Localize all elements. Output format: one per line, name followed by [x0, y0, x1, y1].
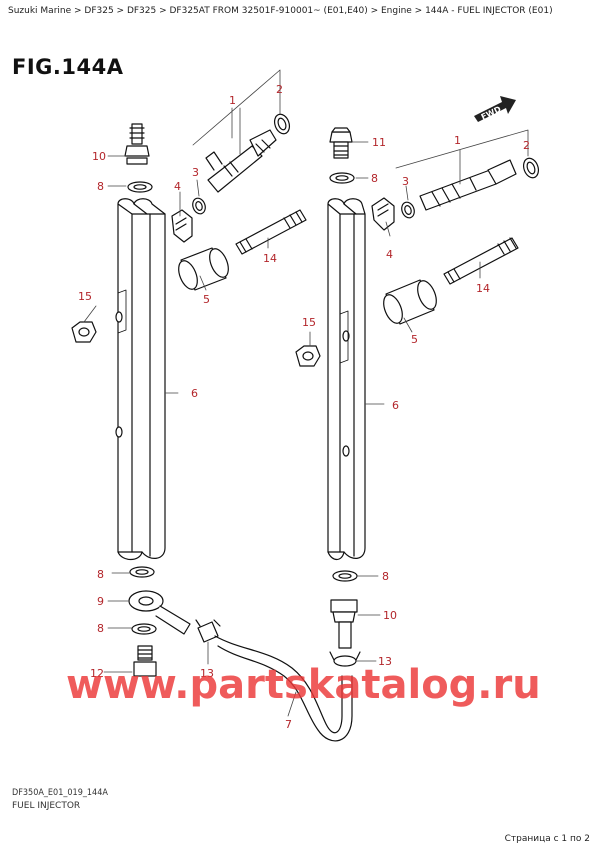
callout-left-15: 15	[78, 290, 92, 303]
callout-left-2: 2	[276, 83, 283, 96]
callout-right-3: 3	[402, 175, 409, 188]
left-bottom-washer-lower	[131, 623, 157, 635]
left-insulator	[178, 247, 229, 291]
left-banjo-fitting	[128, 590, 191, 635]
right-stud-bolt	[443, 237, 519, 285]
callout-right-4: 4	[386, 248, 393, 261]
diagram-code: DF350A_E01_019_144A	[12, 788, 108, 798]
left-injector-seal	[192, 197, 206, 215]
callout-right-2: 2	[523, 139, 530, 152]
callout-right-13: 13	[378, 655, 392, 668]
fuel-crossover-hose	[214, 635, 353, 742]
right-top-washer	[329, 172, 355, 184]
left-bottom-washer-upper	[129, 566, 155, 578]
callout-right-15: 15	[302, 316, 316, 329]
callout-right-5: 5	[411, 333, 418, 346]
left-injector-o-ring	[273, 113, 291, 135]
right-injector-o-ring	[522, 157, 540, 179]
callout-right-10: 10	[383, 609, 397, 622]
callout-left-7: 7	[285, 718, 292, 731]
diagram-name: FUEL INJECTOR	[12, 801, 81, 811]
callout-left-14: 14	[263, 252, 277, 265]
callout-right-6: 6	[392, 399, 399, 412]
callout-left-3: 3	[192, 166, 199, 179]
callout-left-9: 9	[97, 595, 104, 608]
right-hose-clamp	[329, 651, 361, 667]
breadcrumb[interactable]: Suzuki Marine > DF325 > DF325 > DF325AT …	[8, 6, 553, 16]
callout-right-14: 14	[476, 282, 490, 295]
left-top-washer	[127, 181, 153, 193]
left-injector-clip	[171, 209, 193, 243]
callout-left-13: 13	[200, 667, 214, 680]
callout-left-8-top: 8	[97, 180, 104, 193]
leader-lines	[83, 69, 529, 717]
callout-right-1: 1	[454, 134, 461, 147]
page-indicator: Страница с 1 по 2	[504, 834, 590, 844]
callout-left-1: 1	[229, 94, 236, 107]
callout-labels: 1 2 3 4 5 6 7 8 8 8 9 10 12 13 14 15 1 2…	[78, 83, 530, 731]
watermark-text: www.partskatalog.ru	[66, 662, 541, 708]
right-insulator	[383, 279, 437, 325]
callout-left-8-mid: 8	[97, 568, 104, 581]
left-bottom-bolt	[133, 645, 157, 677]
left-fuel-rail	[115, 198, 166, 561]
right-bottom-washer	[332, 570, 358, 582]
figure-title: FIG.144A	[12, 55, 124, 79]
callout-right-8-bottom: 8	[382, 570, 389, 583]
callout-left-5: 5	[203, 293, 210, 306]
callout-left-4: 4	[174, 180, 181, 193]
callout-left-6: 6	[191, 387, 198, 400]
callout-left-8-low: 8	[97, 622, 104, 635]
callout-left-10: 10	[92, 150, 106, 163]
right-injector-clip	[371, 197, 395, 231]
callout-right-8-top: 8	[371, 172, 378, 185]
right-rail-nut	[295, 345, 321, 367]
left-top-union-bolt	[124, 123, 150, 165]
right-fuel-rail	[327, 198, 366, 561]
left-hose-clamp	[195, 619, 221, 643]
left-stud-bolt	[235, 209, 307, 255]
fwd-direction-arrow: FWD	[474, 96, 516, 122]
callout-right-11: 11	[372, 136, 386, 149]
left-rail-nut	[71, 321, 97, 343]
left-fuel-injector	[205, 129, 277, 193]
svg-text:FWD: FWD	[480, 104, 503, 121]
right-fuel-injector	[419, 159, 517, 211]
right-bottom-union-bolt	[330, 599, 358, 649]
right-top-bolt	[329, 127, 353, 159]
right-injector-seal	[401, 201, 415, 219]
callout-left-12: 12	[90, 667, 104, 680]
